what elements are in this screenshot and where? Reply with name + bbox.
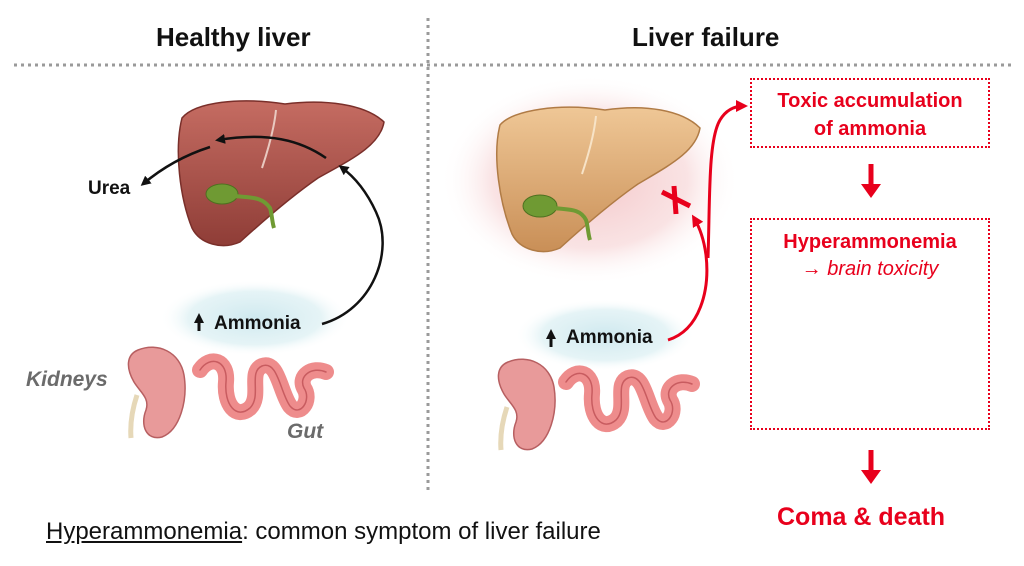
hyperammonemia-box: Hyperammonemia → brain toxicity bbox=[750, 218, 990, 430]
blocked-x-icon bbox=[660, 185, 692, 215]
urea-output-arrow bbox=[140, 145, 211, 186]
toxic-accumulation-line2: of ammonia bbox=[813, 118, 927, 140]
healthy-liver-illustration bbox=[177, 100, 385, 247]
coma-death-outcome: Coma & death bbox=[777, 503, 946, 531]
failing-liver-illustration bbox=[496, 106, 701, 253]
failure-kidney-illustration bbox=[497, 358, 556, 451]
caption-term: Hyperammonemia bbox=[46, 518, 243, 545]
caption-rest: : common symptom of liver failure bbox=[242, 518, 601, 545]
healthy-panel-title: Healthy liver bbox=[156, 22, 311, 52]
healthy-gut-illustration bbox=[192, 353, 334, 420]
ammonia-label-failure: Ammonia bbox=[566, 327, 653, 348]
hyperammonemia-heading: Hyperammonemia bbox=[783, 231, 957, 253]
toxic-accumulation-line1: Toxic accumulation bbox=[777, 90, 963, 112]
kidneys-label: Kidneys bbox=[26, 368, 108, 391]
blocked-ammonia-arrow bbox=[667, 214, 709, 342]
healthy-kidney-illustration bbox=[127, 346, 186, 439]
ammonia-glow bbox=[160, 280, 350, 356]
ammonia-to-liver-arrow bbox=[321, 165, 384, 326]
gut-label: Gut bbox=[287, 420, 324, 443]
down-arrow-icon-2 bbox=[861, 450, 881, 484]
ammonia-glow-failure bbox=[515, 299, 695, 371]
toxic-accumulation-box: Toxic accumulation of ammonia bbox=[750, 78, 990, 148]
failure-gut-illustration bbox=[558, 365, 700, 432]
liver-cycle-arrow bbox=[215, 133, 327, 160]
failure-panel-title: Liver failure bbox=[632, 22, 780, 52]
to-toxic-accumulation-arrow bbox=[706, 100, 748, 259]
caption: Hyperammonemia: common symptom of liver … bbox=[46, 518, 601, 546]
brain-toxicity-text: → brain toxicity bbox=[801, 258, 939, 280]
down-arrow-icon-1 bbox=[861, 164, 881, 198]
urea-label: Urea bbox=[88, 178, 131, 199]
ammonia-label: Ammonia bbox=[214, 313, 301, 334]
